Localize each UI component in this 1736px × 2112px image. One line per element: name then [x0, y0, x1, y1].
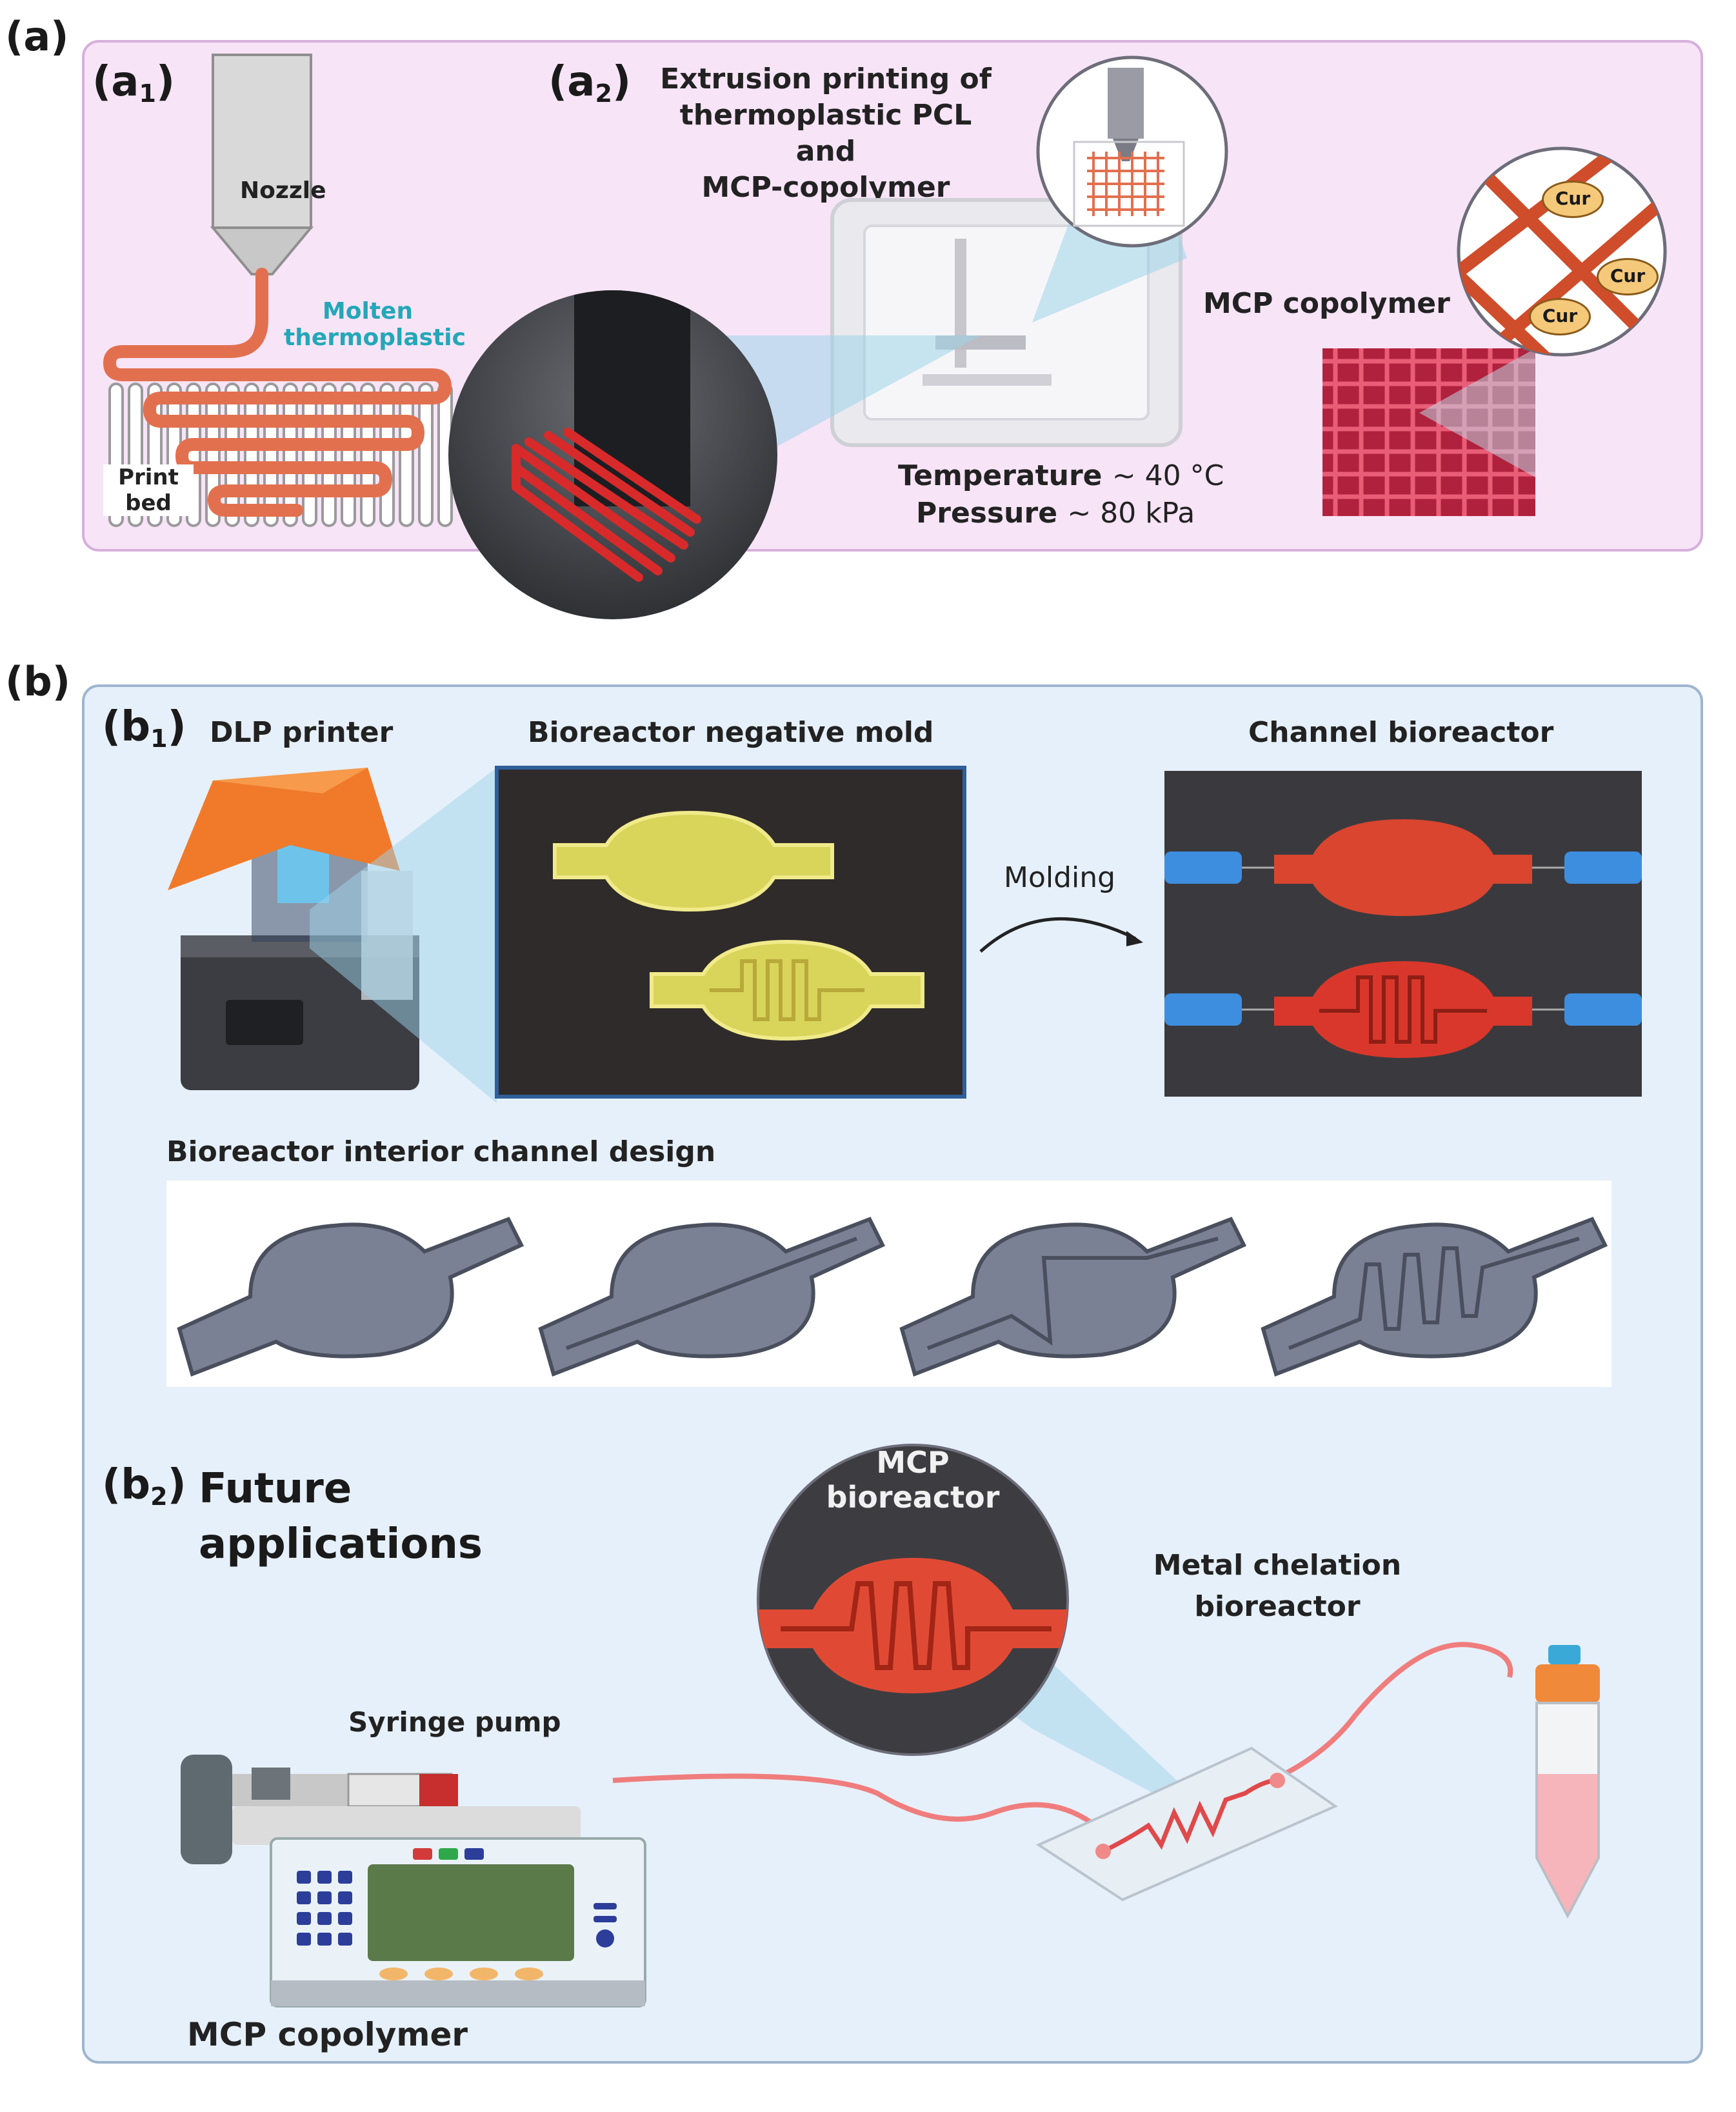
panel-a2-label: (a2): [548, 58, 632, 108]
channel-bioreactor-photo: [1164, 771, 1642, 1097]
mcp-mesh-photo: [1322, 348, 1535, 516]
molding-arrow: [979, 917, 1143, 953]
curcumin-zoom-circle: [1457, 146, 1667, 357]
extrusion-schematic: [103, 54, 453, 527]
molding-label: Molding: [1004, 861, 1116, 894]
nozzle-label: Nozzle: [240, 177, 326, 204]
panel-a1-label: (a1): [92, 58, 175, 108]
printed-scaffold-photo: [448, 290, 777, 619]
magnify-cone-mold: [310, 768, 497, 1103]
mcp-bioreactor-photo: [757, 1444, 1069, 1756]
thermoplastic-path: [103, 268, 452, 517]
tubing-lines: [612, 1642, 1513, 1847]
channel-bioreactor-label: Channel bioreactor: [1248, 716, 1554, 749]
panel-b-letter: (b): [5, 658, 71, 705]
channel-design-zigzag: [899, 1217, 1247, 1377]
temperature-text: Temperature ~ 40 °C: [898, 459, 1224, 492]
negative-mold-photo: [495, 766, 966, 1099]
syringe-pump-illustration: [181, 1755, 646, 2007]
channel-design-strip: [166, 1181, 1611, 1387]
channel-design-open: [177, 1217, 524, 1377]
interior-design-label: Bioreactor interior channel design: [166, 1135, 716, 1168]
microfluidic-chip: [1035, 1746, 1339, 1902]
panel-b1-label: (b1): [102, 703, 186, 753]
nozzle-tip: [210, 226, 314, 275]
cur-badge-2: Cur: [1597, 258, 1659, 295]
channel-design-serpentine: [1261, 1217, 1608, 1377]
panel-a-letter: (a): [5, 13, 69, 60]
syringe-pump-label: Syringe pump: [348, 1706, 561, 1738]
collection-tube: [1535, 1645, 1600, 1919]
cur-badge-1: Cur: [1542, 181, 1604, 218]
mcp-copolymer-label-a: MCP copolymer: [1203, 287, 1450, 320]
channel-design-straight: [538, 1217, 886, 1377]
negative-mold-label: Bioreactor negative mold: [528, 716, 934, 749]
printing-grid-zoom: [1036, 55, 1228, 248]
mcp-copolymer-label-b: MCP copolymer: [187, 2016, 468, 2053]
pressure-text: Pressure ~ 80 kPa: [916, 497, 1195, 530]
cur-badge-3: Cur: [1529, 298, 1591, 335]
dlp-printer-label: DLP printer: [210, 716, 394, 749]
panel-b2-label: (b2): [102, 1461, 186, 1511]
